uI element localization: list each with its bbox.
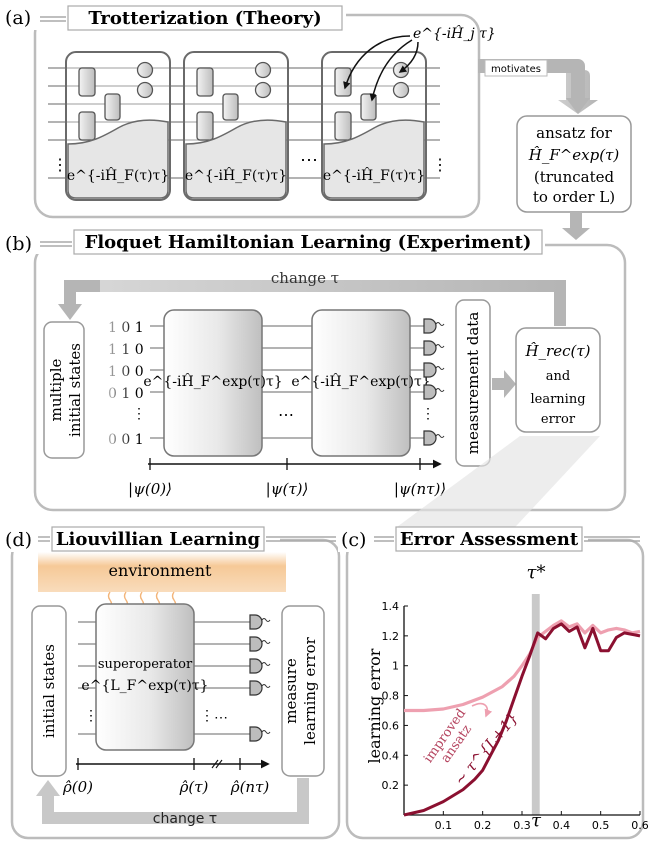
multiple-initial-states-box	[43, 321, 85, 459]
to-rec-arrow	[492, 370, 516, 398]
y-tick-label: 1.2	[382, 630, 400, 643]
tau-star-band	[531, 594, 540, 815]
panel-a-vdots-left: ⋮	[52, 155, 68, 174]
rec-box	[515, 327, 601, 433]
initial-states-box	[31, 605, 67, 777]
y-tick-label: 0.8	[382, 690, 400, 703]
rec-error: error	[541, 412, 576, 427]
x-tick-label: 0.2	[474, 819, 492, 832]
exp-label-arrows	[343, 35, 419, 102]
rho-label-2: ρ̂(nτ)	[230, 778, 270, 796]
environment-label: environment	[109, 561, 212, 580]
panel-a-title: Trotterization (Theory)	[88, 8, 321, 29]
measurement-data-box	[455, 299, 491, 467]
panel-a-title-box	[67, 5, 343, 31]
panel-b-title: Floquet Hamiltonian Learning (Experiment…	[85, 232, 532, 253]
rec-and: and	[546, 369, 570, 384]
motivates-arrow: motivates	[478, 59, 598, 114]
motivates-label: motivates	[491, 64, 541, 75]
environment-band	[38, 552, 286, 592]
evolution-label-1: e^{-iĤ_F^exp(τ)τ}	[143, 372, 282, 390]
zoom-wedge	[382, 436, 600, 538]
panel-d-label: (d)	[5, 529, 32, 551]
x-tick-label: 0.3	[513, 819, 531, 832]
panel-d-detectors	[249, 614, 271, 742]
ansatz-line4: to order L)	[533, 188, 615, 206]
rec-label: Ĥ_rec(τ)	[524, 342, 590, 360]
change-tau-label-d: change τ	[153, 811, 217, 827]
chart-ylabel: learning error	[365, 648, 384, 763]
ansatz-line3: (truncated	[534, 168, 615, 186]
time-label-2: |ψ(nτ)⟩	[394, 480, 446, 498]
panel-a-ellipsis: ⋯	[300, 150, 318, 171]
y-tick-label: 1.4	[382, 600, 400, 613]
multiple-label: multiple	[47, 358, 65, 421]
initial-states-label-d: initial states	[40, 644, 58, 738]
evolution-block-2	[311, 309, 411, 457]
trotter-step-3: e^{-iĤ_F(τ)τ}	[321, 51, 427, 201]
trotter-step-1: e^{-iĤ_F(τ)τ}	[65, 51, 171, 201]
svg-text:⋮: ⋮	[421, 406, 435, 422]
evolution-block-1	[163, 309, 263, 457]
superoperator-label: superoperator	[98, 657, 193, 672]
trotter-label-3: e^{-iĤ_F(τ)τ}	[323, 166, 425, 184]
svg-text:⋮: ⋮	[200, 708, 214, 724]
change-tau-arrow-d: change τ	[36, 778, 309, 827]
series-line-light	[404, 619, 641, 713]
ansatz-line1: ansatz for	[536, 124, 613, 142]
x-tick-label: 0.4	[553, 819, 571, 832]
change-tau-arrow-b: change τ	[58, 269, 566, 326]
panel-b-ellipsis: ⋯	[278, 405, 294, 424]
y-tick-label: 0.4	[382, 749, 400, 762]
panel-a: (a) Trotterization (Theory) e^{-iĤ_j τ} …	[0, 4, 496, 219]
svg-text:⋮: ⋮	[84, 708, 98, 724]
tau-star-label: τ*	[527, 562, 546, 583]
series-line-dark	[403, 622, 641, 817]
panel-c-label: (c)	[341, 529, 366, 551]
panel-c-title: Error Assessment	[400, 529, 579, 550]
y-tick-label: 1	[392, 660, 399, 673]
panel-d-ellipsis: ⋯	[214, 710, 228, 726]
measurement-data-label: measurement data	[464, 312, 482, 455]
rho-label-1: ρ̂(τ)	[179, 778, 209, 796]
ansatz-line2: Ĥ_F^exp(τ)	[528, 146, 620, 164]
improved-arrow	[471, 702, 493, 718]
superoperator-block	[95, 603, 195, 751]
superoperator-exp: e^{L_F^exp(τ)τ}	[81, 678, 208, 694]
change-tau-label-b: change τ	[271, 269, 339, 287]
measure-label: measure	[282, 658, 300, 724]
ansatz-box: ansatz for Ĥ_F^exp(τ) (truncated to orde…	[516, 115, 632, 240]
chart-xlabel: τ	[531, 810, 542, 831]
evolution-label-2: e^{-iĤ_F^exp(τ)τ}	[291, 372, 430, 390]
x-tick-label: 0.5	[592, 819, 610, 832]
panel-b-label: (b)	[5, 233, 32, 255]
time-label-0: |ψ(0)⟩	[128, 480, 172, 498]
panel-d: (d) Liouvillian Learning environment ini…	[0, 526, 341, 840]
measure-learning-error-label: learning error	[301, 636, 319, 745]
trotter-label-1: e^{-iĤ_F(τ)τ}	[67, 166, 169, 184]
rec-learning: learning	[530, 392, 585, 407]
error-chart: 0.1 0.2 0.3 0.4 0.5 0.6 0.2 0.4 0.6 0.8 1 1.2 1.4	[382, 594, 649, 832]
exp-hj-label: e^{-iĤ_j τ}	[413, 24, 496, 42]
time-label-1: |ψ(τ)⟩	[266, 480, 309, 498]
initial-states-label: initial states	[66, 343, 84, 437]
panel-a-label: (a)	[5, 7, 31, 29]
measure-error-box	[281, 605, 325, 777]
y-tick-label: 0.6	[382, 719, 400, 732]
x-tick-label: 0.6	[631, 819, 649, 832]
y-tick-label: 0.2	[382, 779, 400, 792]
trotter-step-2: e^{-iĤ_F(τ)τ}	[183, 51, 289, 201]
panel-b-detectors: ⋮	[421, 318, 445, 446]
x-tick-label: 0.1	[435, 819, 453, 832]
panel-b: (b) Floquet Hamiltonian Learning (Experi…	[0, 229, 627, 512]
trotter-label-2: e^{-iĤ_F(τ)τ}	[185, 166, 287, 184]
panel-a-vdots-right: ⋮	[432, 155, 448, 174]
panel-d-title: Liouvillian Learning	[56, 529, 261, 550]
rho-label-0: ρ̂(0)	[62, 778, 93, 796]
